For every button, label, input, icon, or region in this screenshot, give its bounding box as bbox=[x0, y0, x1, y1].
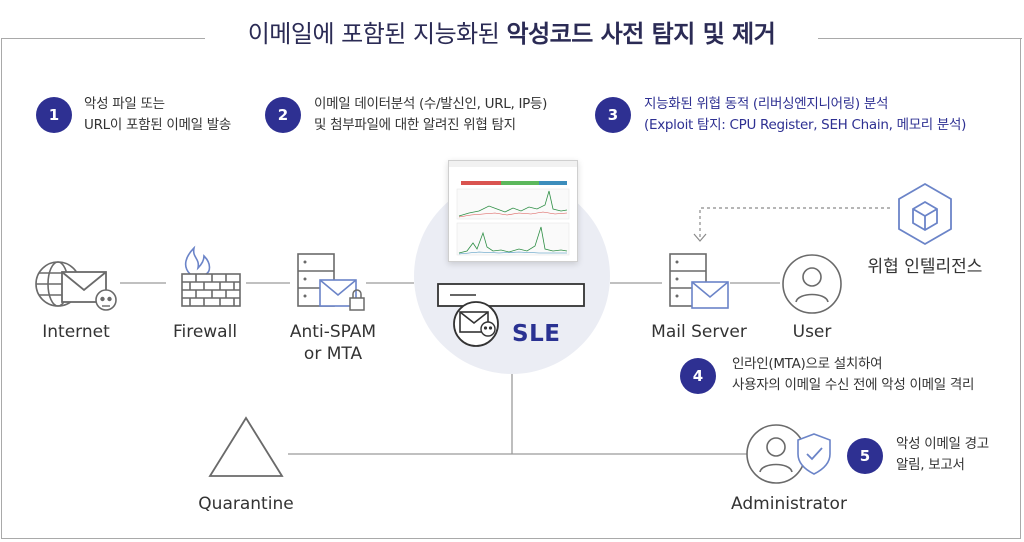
antispam-label-line2: or MTA bbox=[303, 344, 363, 364]
title-regular: 이메일에 포함된 지능화된 bbox=[247, 20, 507, 48]
threat-intel-cube-icon bbox=[898, 182, 952, 246]
step-5-line2: 알림, 보고서 bbox=[896, 457, 965, 473]
dashboard-chart-thumbnail bbox=[449, 161, 577, 256]
step-1-line2: URL이 포함된 이메일 발송 bbox=[84, 117, 231, 133]
firewall-icon bbox=[181, 245, 241, 307]
step-1-badge: 1 bbox=[36, 97, 72, 133]
sle-label: SLE bbox=[512, 321, 561, 347]
administrator-label: Administrator bbox=[731, 494, 847, 514]
dashboard-screenshot bbox=[448, 160, 578, 262]
antispam-label-line1: Anti-SPAM bbox=[289, 322, 377, 342]
quarantine-triangle-icon bbox=[208, 416, 284, 477]
firewall-label: Firewall bbox=[172, 322, 238, 342]
page-title: 이메일에 포함된 지능화된 악성코드 사전 탐지 및 제거 bbox=[205, 14, 818, 49]
internet-label: Internet bbox=[42, 322, 110, 342]
step-3-text: 지능화된 위협 동적 (리버싱엔지니어링) 분석 (Exploit 탐지: CP… bbox=[644, 94, 966, 136]
step-5-text: 악성 이메일 경고 알림, 보고서 bbox=[896, 434, 989, 476]
step-4-text: 인라인(MTA)으로 설치하여 사용자의 이메일 수신 전에 악성 이메일 격리 bbox=[732, 354, 974, 396]
step-2-line1: 이메일 데이터분석 (수/발신인, URL, IP등) bbox=[314, 96, 548, 112]
mail-server-label: Mail Server bbox=[651, 322, 747, 342]
step-1-text: 악성 파일 또는 URL이 포함된 이메일 발송 bbox=[84, 94, 231, 136]
internet-icon bbox=[35, 261, 117, 311]
step-2-line2: 및 첨부파일에 대한 알려진 위협 탐지 bbox=[314, 117, 516, 133]
step-1-line1: 악성 파일 또는 bbox=[84, 96, 165, 112]
step-4-line2: 사용자의 이메일 수신 전에 악성 이메일 격리 bbox=[732, 377, 975, 393]
skull-icon bbox=[95, 289, 117, 311]
user-label: User bbox=[792, 322, 832, 342]
quarantine-label: Quarantine bbox=[198, 494, 294, 514]
user-icon bbox=[782, 254, 842, 314]
frame-top-line-right bbox=[818, 38, 1022, 39]
step-4-line1: 인라인(MTA)으로 설치하여 bbox=[732, 356, 883, 372]
step-4-badge: 4 bbox=[680, 358, 716, 394]
antispam-server-icon bbox=[297, 253, 365, 311]
step-2-text: 이메일 데이터분석 (수/발신인, URL, IP등) 및 첨부파일에 대한 알… bbox=[314, 94, 547, 136]
lock-icon bbox=[349, 289, 365, 311]
step-2-badge: 2 bbox=[265, 97, 301, 133]
step-3-badge: 3 bbox=[595, 97, 631, 133]
step-3-line2: (Exploit 탐지: CPU Register, SEH Chain, 메모… bbox=[644, 117, 967, 133]
antispam-label: Anti-SPAM or MTA bbox=[278, 321, 388, 365]
diagram-frame bbox=[1, 38, 1021, 539]
skull-icon bbox=[480, 321, 496, 337]
frame-top-line-left bbox=[1, 38, 205, 39]
administrator-icon bbox=[746, 424, 831, 484]
step-5-line1: 악성 이메일 경고 bbox=[896, 436, 989, 452]
title-bold: 악성코드 사전 탐지 및 제거 bbox=[506, 20, 776, 48]
sle-appliance-icon bbox=[437, 283, 585, 347]
shield-check-icon bbox=[797, 433, 831, 475]
mail-server-icon bbox=[669, 253, 729, 309]
step-5-badge: 5 bbox=[847, 438, 883, 474]
threat-intel-label: 위협 인텔리전스 bbox=[867, 257, 983, 277]
step-3-line1: 지능화된 위협 동적 (리버싱엔지니어링) 분석 bbox=[644, 96, 889, 112]
